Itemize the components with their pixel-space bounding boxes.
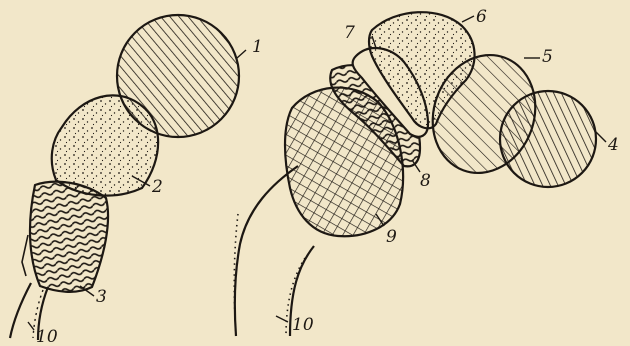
label-3: 3	[96, 287, 107, 307]
label-8: 8	[420, 171, 431, 191]
label-6: 6	[476, 7, 487, 27]
label-5: 5	[542, 47, 553, 67]
left-segment-3-edge	[22, 235, 28, 276]
label-10-right: 10	[292, 315, 314, 335]
label-10-left: 10	[36, 327, 58, 346]
label-4: 4	[607, 135, 619, 155]
right-segment-4	[500, 91, 596, 187]
label-2: 2	[151, 177, 163, 197]
left-segment-1	[117, 15, 239, 137]
label-1: 1	[252, 37, 263, 57]
label-9: 9	[386, 227, 397, 247]
label-7: 7	[344, 23, 355, 43]
left-segment-3	[30, 182, 108, 292]
left-brain-tube	[10, 15, 239, 340]
